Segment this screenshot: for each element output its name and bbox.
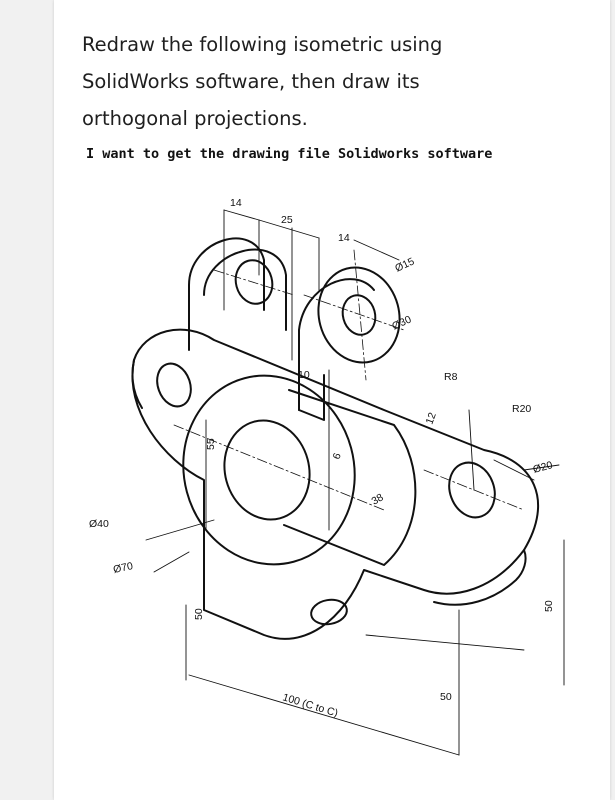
dim-r20: R20 bbox=[512, 403, 531, 415]
right-boss-outer bbox=[317, 266, 401, 364]
dim-50-vertical: 50 bbox=[193, 608, 205, 620]
question-line-2: SolidWorks software, then draw its bbox=[82, 70, 420, 93]
dim-6: 6 bbox=[331, 451, 344, 461]
dim-50-center: 50 bbox=[440, 691, 452, 703]
left-plate-hole bbox=[156, 362, 192, 408]
right-boss-hole bbox=[341, 294, 377, 336]
right-lug bbox=[298, 278, 375, 411]
isometric-drawing: 14 25 14 Ø15 Ø30 10 R8 R20 Ø20 12 55 6 3… bbox=[89, 197, 565, 756]
dim-14-top: 14 bbox=[230, 197, 242, 209]
bore-centerline bbox=[173, 424, 385, 511]
base-plate-right-edge bbox=[433, 549, 527, 606]
question-text: Redraw the following isometric using Sol… bbox=[82, 26, 582, 137]
left-lug-back bbox=[203, 248, 287, 331]
boss-centerline-h bbox=[303, 294, 405, 331]
dim-dia70: Ø70 bbox=[112, 560, 134, 576]
dim-dia40: Ø40 bbox=[89, 518, 109, 530]
right-plate-hole bbox=[448, 461, 496, 519]
request-text: I want to get the drawing file Solidwork… bbox=[86, 146, 493, 162]
dim-55: 55 bbox=[205, 438, 217, 450]
base-plate bbox=[131, 328, 540, 640]
post-card: Redraw the following isometric using Sol… bbox=[54, 0, 610, 800]
left-lug bbox=[188, 237, 265, 351]
dim-dia20: Ø20 bbox=[532, 459, 554, 476]
bottom-plate-hole bbox=[310, 598, 348, 626]
right-lug-side bbox=[298, 374, 325, 421]
dim-12: 12 bbox=[424, 411, 439, 426]
boss-centerline-v bbox=[353, 249, 367, 381]
dim-38: 38 bbox=[370, 491, 386, 507]
question-line-1: Redraw the following isometric using bbox=[82, 33, 443, 56]
cylinder-front-face bbox=[182, 374, 356, 566]
base-plate-edge bbox=[131, 359, 143, 409]
dim-dia15: Ø15 bbox=[393, 255, 416, 274]
dim-10: 10 bbox=[298, 369, 310, 381]
left-lug-hole bbox=[234, 259, 274, 305]
dim-14-right: 14 bbox=[338, 232, 350, 244]
dim-dia30: Ø30 bbox=[390, 313, 413, 332]
left-lug-centerline bbox=[213, 269, 295, 296]
dim-r8: R8 bbox=[444, 371, 458, 383]
dim-25: 25 bbox=[281, 214, 293, 226]
question-line-3: orthogonal projections. bbox=[82, 107, 308, 130]
cylinder-body bbox=[283, 389, 417, 566]
dim-50-right: 50 bbox=[543, 600, 555, 612]
cylinder-bore bbox=[223, 419, 311, 521]
dim-100-ctoc: 100 (C to C) bbox=[281, 691, 339, 719]
